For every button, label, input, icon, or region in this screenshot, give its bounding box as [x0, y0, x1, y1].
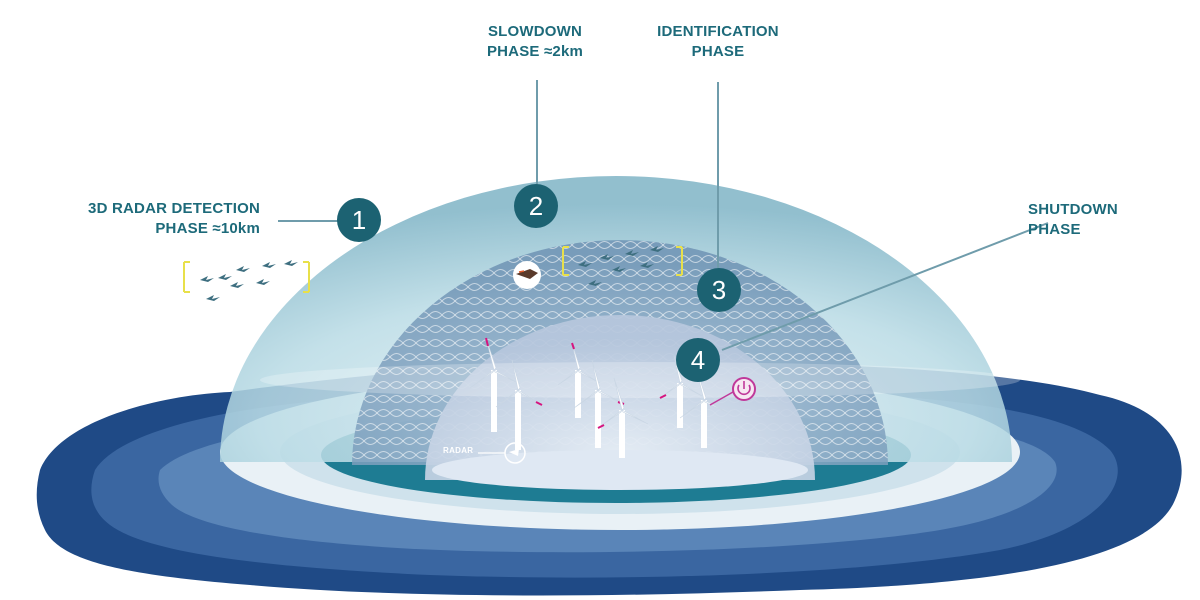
phase-2-label-line2: PHASE ≈2km: [486, 43, 584, 60]
inner-bird-flock-icon: [562, 246, 683, 286]
leader-line-4: [721, 222, 1049, 351]
wind-turbine-icon: [469, 337, 521, 432]
phase-2-marker: 2: [514, 184, 558, 228]
bracket-right: [303, 261, 310, 293]
phase-1-marker: 1: [337, 198, 381, 242]
phase-2-label: SLOWDOWN PHASE ≈2km: [470, 22, 600, 62]
wind-turbines: [469, 337, 731, 458]
phase-1-label-line2: PHASE ≈10km: [155, 220, 260, 237]
phase-3-label: IDENTIFICATION PHASE: [638, 22, 798, 62]
bird-flock-icon: [183, 260, 310, 301]
power-icon: [709, 377, 756, 406]
wind-turbine-icon: [557, 342, 601, 418]
phase-4-label-line2: PHASE: [1028, 221, 1081, 238]
wind-turbine-icon: [597, 377, 649, 458]
phase-4-label-line1: SHUTDOWN: [1028, 201, 1118, 218]
bracket-left: [183, 261, 190, 293]
bracket-right-inner: [676, 246, 683, 276]
phase-1-label-line1: 3D RADAR DETECTION: [88, 200, 260, 217]
leader-lines: [278, 80, 1049, 351]
eagle-icon: [513, 261, 541, 289]
radar-icon: [478, 442, 526, 464]
phase-3-marker: 3: [697, 268, 741, 312]
phase-2-label-line1: SLOWDOWN: [487, 23, 583, 40]
phase-3-label-line1: IDENTIFICATION: [657, 23, 779, 40]
phase-3-label-line2: PHASE: [691, 43, 745, 60]
inner-floor: [432, 450, 808, 490]
bracket-left-inner: [562, 246, 569, 276]
waterline-band: [260, 362, 1020, 398]
radar-label: RADAR: [443, 446, 474, 455]
phase-4-marker: 4: [676, 338, 720, 382]
wind-turbine-icon: [495, 359, 543, 450]
phase-1-label: 3D RADAR DETECTION PHASE ≈10km: [82, 199, 260, 239]
phase-4-label: SHUTDOWN PHASE: [1028, 200, 1148, 240]
